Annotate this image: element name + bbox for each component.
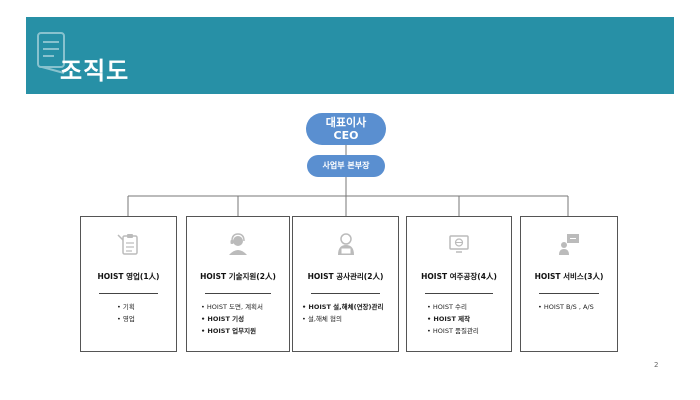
duty-item: HOIST 수리 xyxy=(427,301,511,313)
page-title: 조직도 xyxy=(60,57,130,85)
dept-service: HOIST 서비스(3人) HOIST B/S , A/S xyxy=(520,216,618,352)
dept-title: HOIST 공사관리(2人) xyxy=(307,272,384,281)
dept-divider xyxy=(311,293,380,294)
duty-item: HOIST 도면, 계획서 xyxy=(201,301,289,313)
duty-item: HOIST 설,해체(연장)관리 xyxy=(302,301,398,313)
dept-divider xyxy=(99,293,158,294)
duty-item: HOIST 제작 xyxy=(427,313,511,325)
dept-divider xyxy=(539,293,599,294)
document-pen-icon xyxy=(37,32,65,74)
dept-construction-mgmt: HOIST 공사관리(2人) HOIST 설,해체(연장)관리 설,해체 협의 xyxy=(292,216,399,352)
dept-title: HOIST 기술지원(2人) xyxy=(200,272,276,281)
division-head-node: 사업부 본부장 xyxy=(307,155,385,177)
dept-divider xyxy=(425,293,493,294)
duty-item: 기획 xyxy=(117,301,176,313)
presenter-board-icon xyxy=(559,234,579,255)
dept-sales: HOIST 영업(1人) 기획 영업 xyxy=(80,216,177,352)
dept-duty-list: HOIST 수리 HOIST 제작 HOIST 품질관리 xyxy=(407,301,511,337)
duty-item: HOIST B/S , A/S xyxy=(538,301,617,313)
page-number: 2 xyxy=(654,361,659,369)
header-banner: 조직도 xyxy=(26,17,674,94)
dept-divider xyxy=(205,293,271,294)
dept-duty-list: 기획 영업 xyxy=(81,301,176,325)
dept-tech-support: HOIST 기술지원(2人) HOIST 도면, 계획서 HOIST 기성 HO… xyxy=(186,216,290,352)
duty-item: 설,해체 협의 xyxy=(302,313,398,325)
dept-title: HOIST 서비스(3人) xyxy=(534,272,604,281)
duty-item: 영업 xyxy=(117,313,176,325)
dept-duty-list: HOIST 설,해체(연장)관리 설,해체 협의 xyxy=(293,301,398,325)
dept-yeoju-factory: HOIST 여주공장(4人) HOIST 수리 HOIST 제작 HOIST 품… xyxy=(406,216,512,352)
worker-laptop-icon xyxy=(337,233,354,255)
ceo-title-ko: 대표이사 xyxy=(325,116,367,129)
dept-duty-list: HOIST B/S , A/S xyxy=(521,301,617,313)
dept-title: HOIST 영업(1人) xyxy=(97,272,160,281)
support-agent-icon xyxy=(229,233,247,255)
checklist-icon xyxy=(116,234,138,255)
dept-duty-list: HOIST 도면, 계획서 HOIST 기성 HOIST 업무지원 xyxy=(187,301,289,337)
duty-item: HOIST 품질관리 xyxy=(427,325,511,337)
ceo-title-en: CEO xyxy=(333,129,359,142)
monitor-globe-icon xyxy=(449,235,469,253)
dept-title: HOIST 여주공장(4人) xyxy=(421,272,497,281)
ceo-node: 대표이사 CEO xyxy=(306,113,386,145)
duty-item: HOIST 기성 xyxy=(201,313,289,325)
duty-item: HOIST 업무지원 xyxy=(201,325,289,337)
